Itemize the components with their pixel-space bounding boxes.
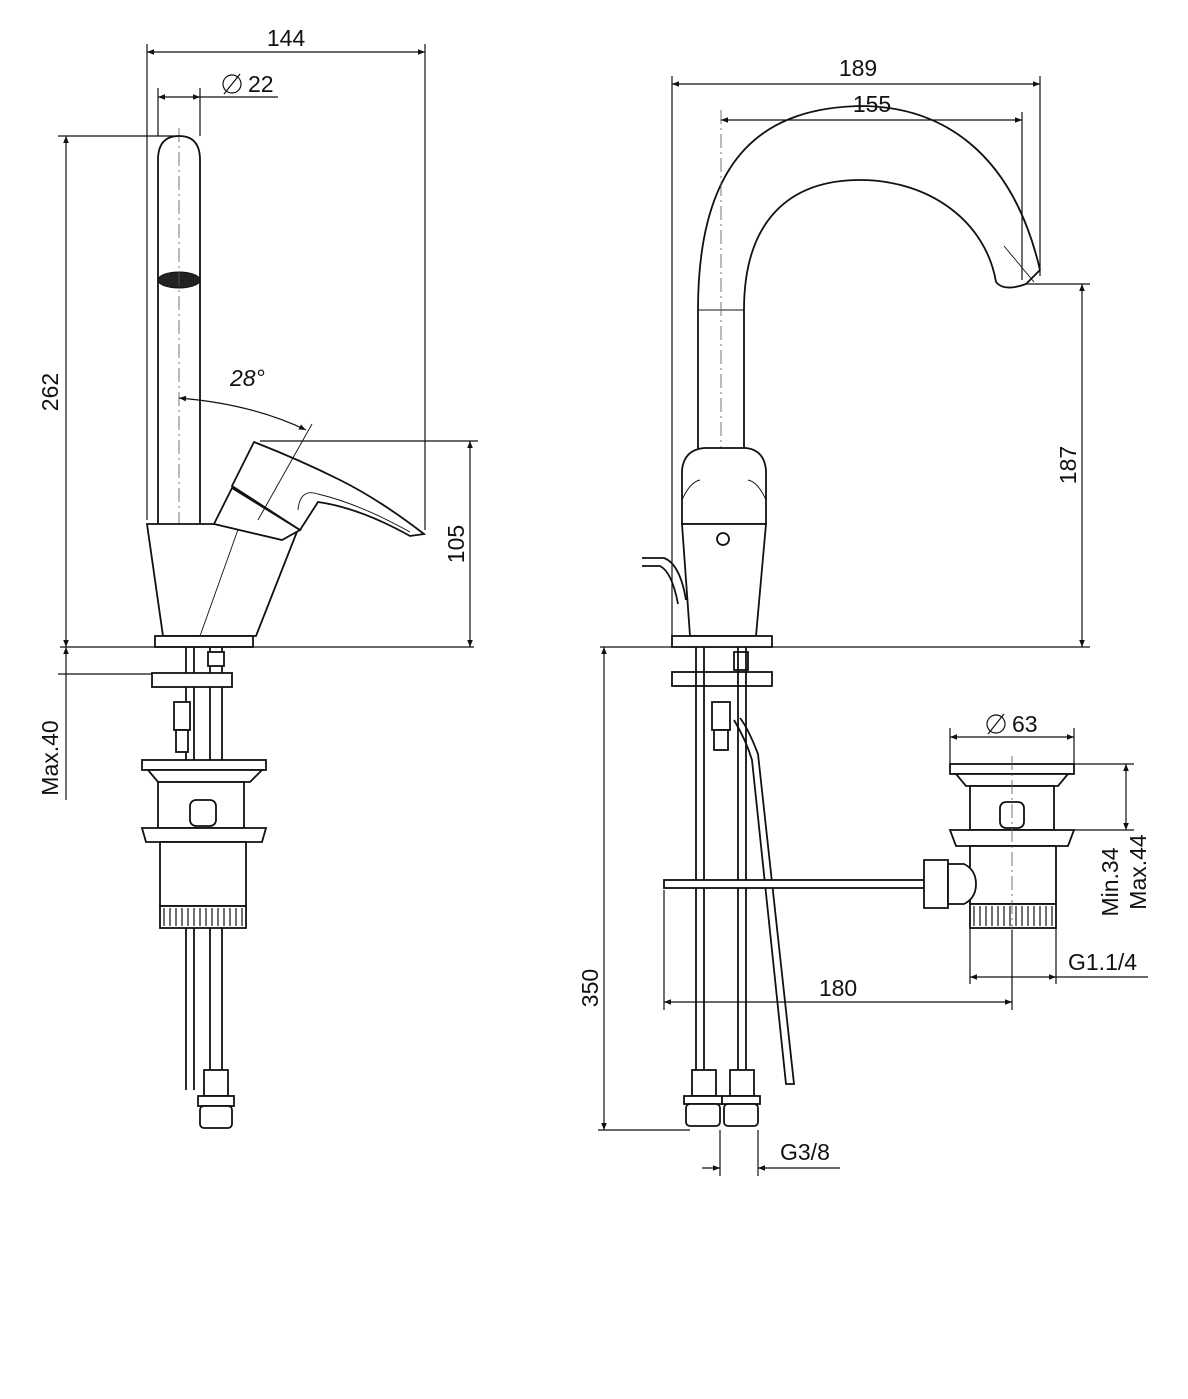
dim-pullrod: 180	[819, 975, 857, 1001]
left-nut-plate	[151, 672, 233, 688]
left-waste-cap	[141, 759, 267, 771]
dim-hose-length: 350	[577, 969, 603, 1007]
left-deck-ring	[154, 635, 254, 648]
dim-left-lever: 105	[443, 525, 469, 563]
right-spout-outer	[697, 105, 1041, 456]
right-nut-plate	[671, 671, 773, 687]
right-deck-ring	[671, 635, 773, 648]
dim-hose-thread: G3/8	[780, 1139, 830, 1165]
dim-right-width: 189	[839, 55, 877, 81]
dim-waste-diameter: 63	[1012, 711, 1038, 737]
right-popup-rod	[733, 717, 796, 1085]
left-side-view: 144 22 262 28° 105 Max.40	[37, 25, 478, 1129]
dim-waste-thread: G1.1/4	[1068, 949, 1137, 975]
dim-right-reach: 155	[853, 91, 891, 117]
right-popup-knob	[642, 557, 687, 601]
left-lever-handle	[230, 440, 427, 537]
dim-left-diameter: 22	[248, 71, 274, 97]
right-front-view: 189 155 187 63 Min.34 Max.44 G1.1/4 180 …	[577, 55, 1151, 1176]
dim-left-deck: Max.40	[37, 720, 63, 795]
right-pull-rod	[663, 879, 929, 889]
right-body-top	[681, 447, 767, 525]
right-body-cone	[681, 523, 767, 637]
left-body	[145, 523, 302, 637]
dim-right-spout-height: 187	[1055, 446, 1081, 484]
dim-waste-min: Min.34	[1097, 847, 1123, 916]
dim-waste-max: Max.44	[1125, 834, 1151, 910]
dim-left-height: 262	[37, 373, 63, 411]
right-spout-inner	[743, 179, 997, 456]
dim-left-angle: 28°	[229, 365, 265, 391]
dim-left-width: 144	[267, 25, 306, 51]
right-spout-tip	[995, 269, 1041, 289]
